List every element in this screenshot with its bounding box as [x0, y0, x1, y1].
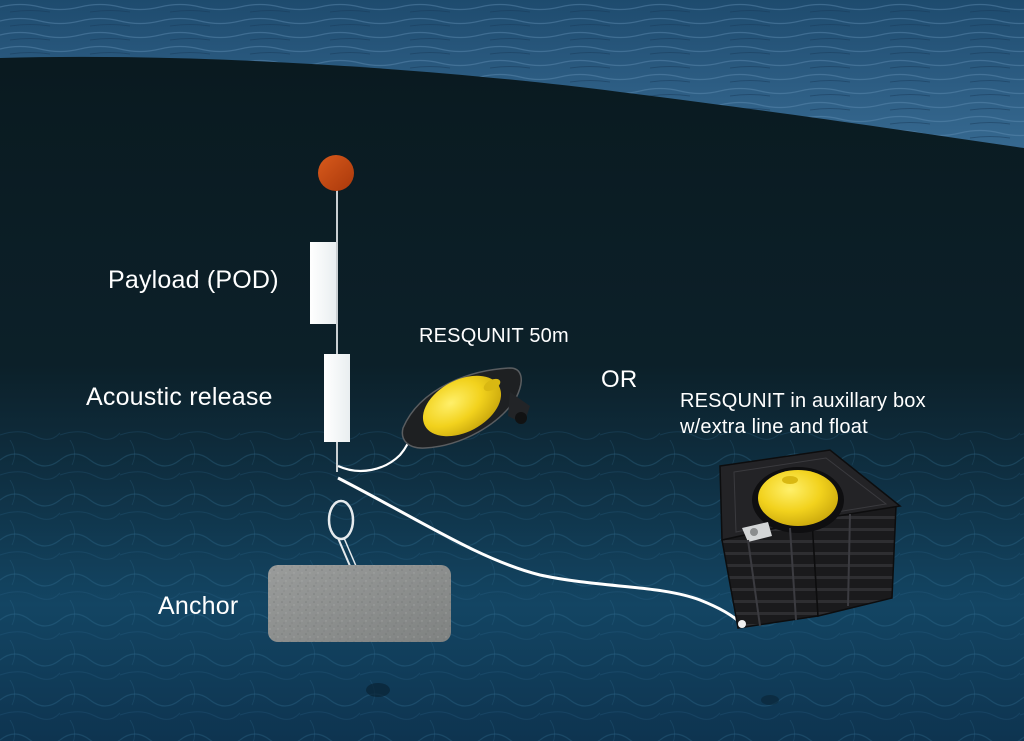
auxiliary-line	[337, 476, 744, 626]
resqunit-auxiliary-box	[719, 449, 902, 629]
shackle-link	[343, 537, 357, 567]
seabed-rock	[761, 695, 779, 705]
acoustic-release-label: Acoustic release	[86, 383, 273, 411]
anchor-texture	[268, 565, 451, 642]
acoustic-release	[324, 354, 350, 442]
or-label: OR	[601, 366, 638, 393]
resqunit-50m-label: RESQUNIT 50m	[419, 325, 569, 347]
resqunit-box-label-line2: w/extra line and float	[680, 416, 868, 438]
shackle-link	[337, 537, 351, 567]
resqunit-50m-device	[401, 367, 530, 449]
payload-label: Payload (POD)	[108, 266, 279, 294]
surface-float	[318, 155, 354, 191]
payload-pod	[310, 242, 336, 324]
seabed-rock	[366, 683, 390, 697]
resqunit-box-label-line1: RESQUNIT in auxillary box	[680, 390, 926, 412]
anchor-label: Anchor	[158, 592, 239, 620]
shackle-ring	[327, 499, 355, 541]
